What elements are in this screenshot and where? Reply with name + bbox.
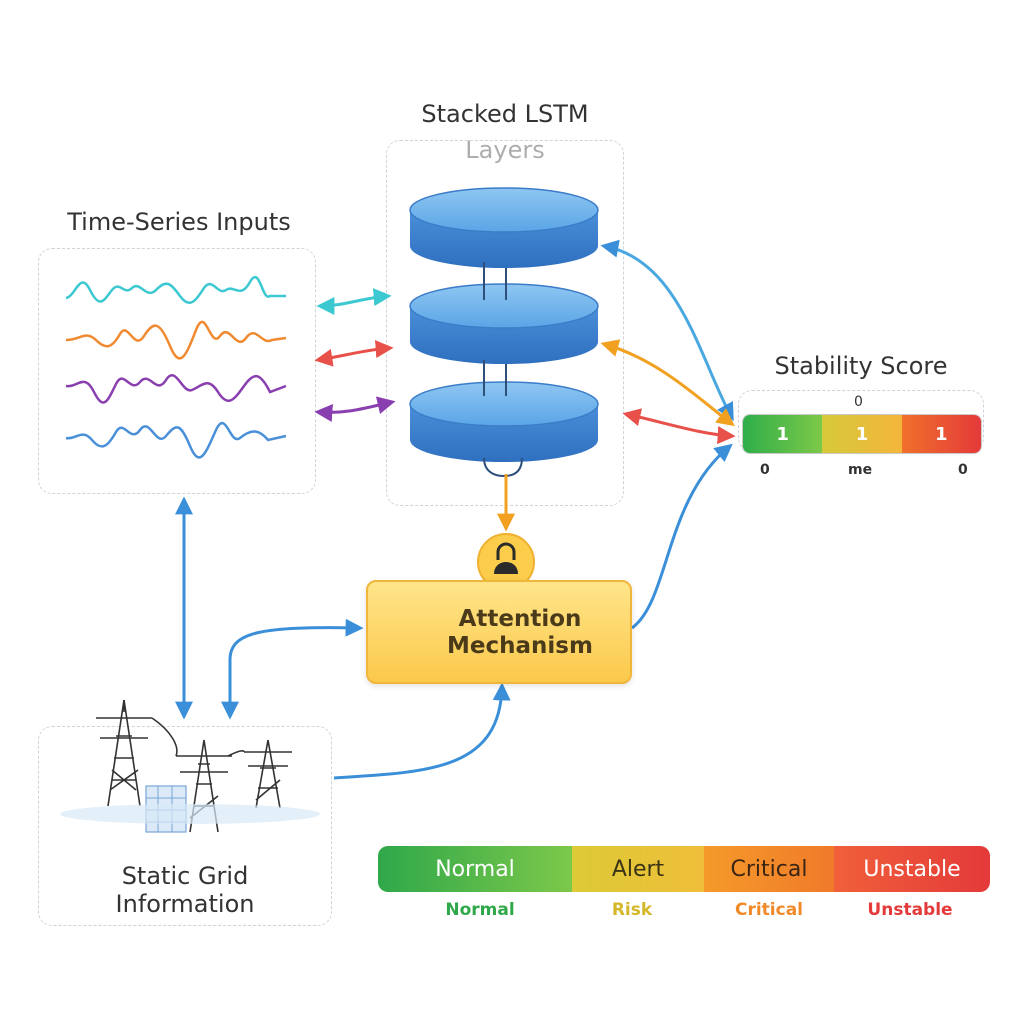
waveform-blue: [65, 421, 287, 459]
lstm-layer-2: [409, 283, 599, 364]
status-legend-bar: Normal Alert Critical Unstable: [378, 846, 990, 892]
score-segment-red: 1: [901, 415, 981, 453]
arrow-attention-stability: [631, 443, 733, 630]
stability-top-label: 0: [854, 394, 863, 410]
legend-label-critical: Critical: [734, 900, 804, 920]
time-series-panel: [38, 248, 316, 494]
waveform-teal: [65, 275, 286, 305]
score-segment-yellow: 1: [822, 415, 902, 453]
legend-critical: Critical: [704, 846, 834, 892]
arrow-grid-attention-bottom: [333, 682, 511, 780]
stability-score-bar: 1 1 1: [742, 414, 982, 454]
arrow-purple: [314, 396, 396, 422]
arrow-red-bottom: [622, 408, 736, 445]
legend-label-risk: Risk: [611, 900, 653, 920]
legend-unstable: Unstable: [834, 846, 990, 892]
attention-box: [366, 580, 632, 684]
static-grid-title: Static Grid Information: [115, 862, 255, 918]
stability-mid-label: me: [848, 462, 873, 478]
legend-alert: Alert: [572, 846, 704, 892]
ground-shadow: [60, 804, 320, 824]
waveform-orange: [65, 320, 287, 360]
stability-right-label: 0: [958, 462, 968, 478]
legend-label-normal: Normal: [445, 900, 515, 920]
stability-left-label: 0: [760, 462, 770, 478]
stability-title: Stability Score: [774, 352, 948, 380]
time-series-title: Time-Series Inputs: [67, 208, 291, 236]
waveform-purple: [65, 374, 287, 404]
arrow-blue-top: [600, 239, 734, 422]
arrow-grid-attention-left: [221, 618, 364, 720]
attention-label: Attention Mechanism: [447, 606, 593, 659]
score-segment-green: 1: [743, 415, 823, 453]
arrow-red-input: [314, 340, 394, 367]
legend-label-unstable: Unstable: [867, 900, 953, 920]
lstm-layer-1: [409, 187, 599, 268]
arrow-orange-mid: [600, 339, 735, 427]
static-grid-panel: [38, 726, 332, 926]
arrow-teal: [316, 288, 392, 315]
power-tower-icon: [96, 699, 292, 833]
legend-normal: Normal: [378, 846, 572, 892]
lstm-connectors: [483, 262, 523, 478]
lstm-layer-3: [409, 381, 599, 462]
